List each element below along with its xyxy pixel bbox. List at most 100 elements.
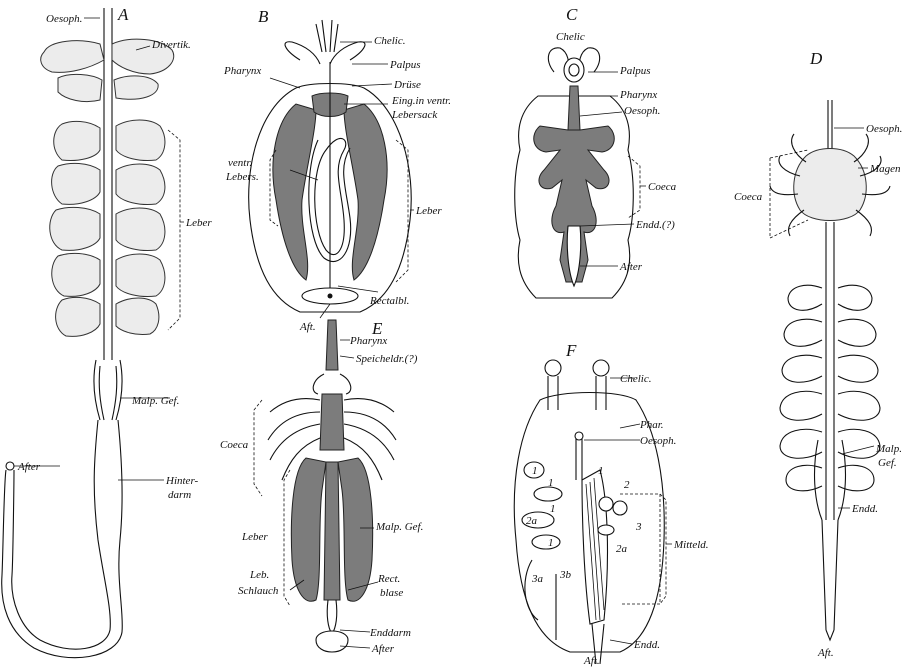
label-b-leber: Leber [415,205,442,217]
label-d-malp1: Malp. [875,443,902,455]
label-f-n3c: 3 [635,521,642,533]
panel-a-leber-brace [168,130,180,330]
label-d-magen: Magen [869,163,901,175]
panel-a-liver-right [116,120,165,335]
panel-f-pharynx [575,432,583,440]
label-d-malp2: Gef. [878,457,897,469]
label-c-after: After [619,261,643,273]
panel-d-letter: D [809,49,823,68]
panel-c-chelicera-inner [569,64,579,76]
panel-c-coeca-brace [628,156,640,218]
label-f-n1b: 1 [548,477,554,489]
panel-d-stomach [794,149,867,221]
panel-a-hindgut-inner [2,420,123,658]
label-d-endd: Endd. [851,503,878,515]
panel-f-chelicera-right [593,360,609,376]
panel-e-liver-right [338,458,373,601]
label-a-hinter2: darm [168,489,191,501]
label-c-chelic: Chelic [556,31,585,43]
label-a-oesoph: Oesoph. [46,13,82,25]
panel-f-caecum-r3 [598,525,614,535]
label-a-hinter1: Hinter- [165,475,198,487]
label-f-n1d: 1 [548,537,554,549]
label-b-ventr2: Lebers. [225,171,259,183]
label-b-rectalbl: Rectalbl. [369,295,409,307]
panel-d-pouches [780,285,880,491]
panel-c-pharynx [568,86,580,130]
label-f-chelic: Chelic. [620,373,651,385]
label-e-malp: Malp. Gef. [375,521,423,533]
panel-a-diverticulum-left [41,41,104,73]
label-f-aft: Aft. [583,655,600,667]
label-f-n3b: 3b [559,569,572,581]
panel-b: B Chelic. Palpus Pharynx Drüse Eing.in v… [223,7,451,333]
panel-e-enddarm [316,631,348,652]
panel-e-liver-left [291,458,326,601]
panel-b-liver-left [273,104,316,280]
label-b-eing2: Lebersack [391,109,438,121]
panel-e-liver-center [324,462,340,600]
label-a-divertik: Divertik. [151,39,191,51]
panel-f-oesophagus [576,438,582,480]
panel-a-diverticulum-right-2 [114,76,158,99]
label-b-druse: Drüse [393,79,421,91]
label-d-coeca: Coeca [734,191,763,203]
panel-e: E Pharynx Speicheldr.(?) Coeca Leber Mal… [220,319,423,655]
label-f-phar: Phar. [639,419,664,431]
label-a-after: After [17,461,41,473]
panel-d: D Oesoph. Coeca Magen Malp. Gef. Endd. [734,49,902,659]
panel-a-diverticulum-left-2 [58,74,102,101]
label-b-aft: Aft. [299,321,316,333]
panel-f-caecum-r1 [599,497,613,511]
label-a-malp: Malp. Gef. [131,395,179,407]
label-b-eing1: Eing.in ventr. [391,95,451,107]
label-a-leber: Leber [185,217,212,229]
panel-f-caeca-left [522,462,562,640]
panel-e-leber-brace [284,470,290,606]
panel-b-leber-brace [396,140,408,282]
label-e-rect1: Rect. [377,573,400,585]
label-e-after: After [371,643,395,655]
panel-a-letter: A [117,5,129,24]
label-e-leb2: Schlauch [238,585,279,597]
panel-f-caecum-r2 [613,501,627,515]
label-f-n2a: 2a [526,515,538,527]
label-f-n1c: 1 [550,503,556,515]
panel-f-letter: F [565,341,577,360]
panel-d-enddarm [822,520,838,640]
label-e-rect2: blase [380,587,403,599]
panel-e-rectum [327,600,337,634]
panel-d-oesophagus [828,100,832,150]
label-e-pharynx: Pharynx [349,335,387,347]
panel-e-coeca-brace [254,400,262,496]
label-d-oesoph: Oesoph. [866,123,902,135]
label-d-aft: Aft. [817,647,834,659]
panel-b-letter: B [258,7,269,26]
label-c-endd: Endd.(?) [635,219,675,231]
label-b-ventr1: ventr. [228,157,252,169]
label-e-leb1: Leb. [249,569,269,581]
label-f-oesoph: Oesoph. [640,435,676,447]
panel-a-hindgut-outer [12,420,111,649]
panel-a-malpighian-vessels [94,360,122,420]
label-c-pharynx: Pharynx [619,89,657,101]
label-f-n3a: 3a [531,573,544,585]
panel-c-letter: C [566,5,578,24]
label-e-speichel: Speicheldr.(?) [356,353,418,365]
label-f-mitteld: Mitteld. [673,539,709,551]
label-e-coeca: Coeca [220,439,249,451]
label-c-oesoph: Oesoph. [624,105,660,117]
label-e-leber: Leber [241,531,268,543]
panel-a-anus [6,462,14,470]
label-f-n1a: 1 [532,465,538,477]
label-f-n2c: 2a [616,543,628,555]
panel-a: A Oeso [2,5,213,658]
panel-e-pharynx [326,320,338,370]
panel-e-salivary [313,374,351,394]
label-e-enddarm: Enddarm [369,627,411,639]
label-b-pharynx: Pharynx [223,65,261,77]
panel-f: F Chelic. Phar. Oesoph. [514,341,708,667]
label-c-palpus: Palpus [619,65,651,77]
